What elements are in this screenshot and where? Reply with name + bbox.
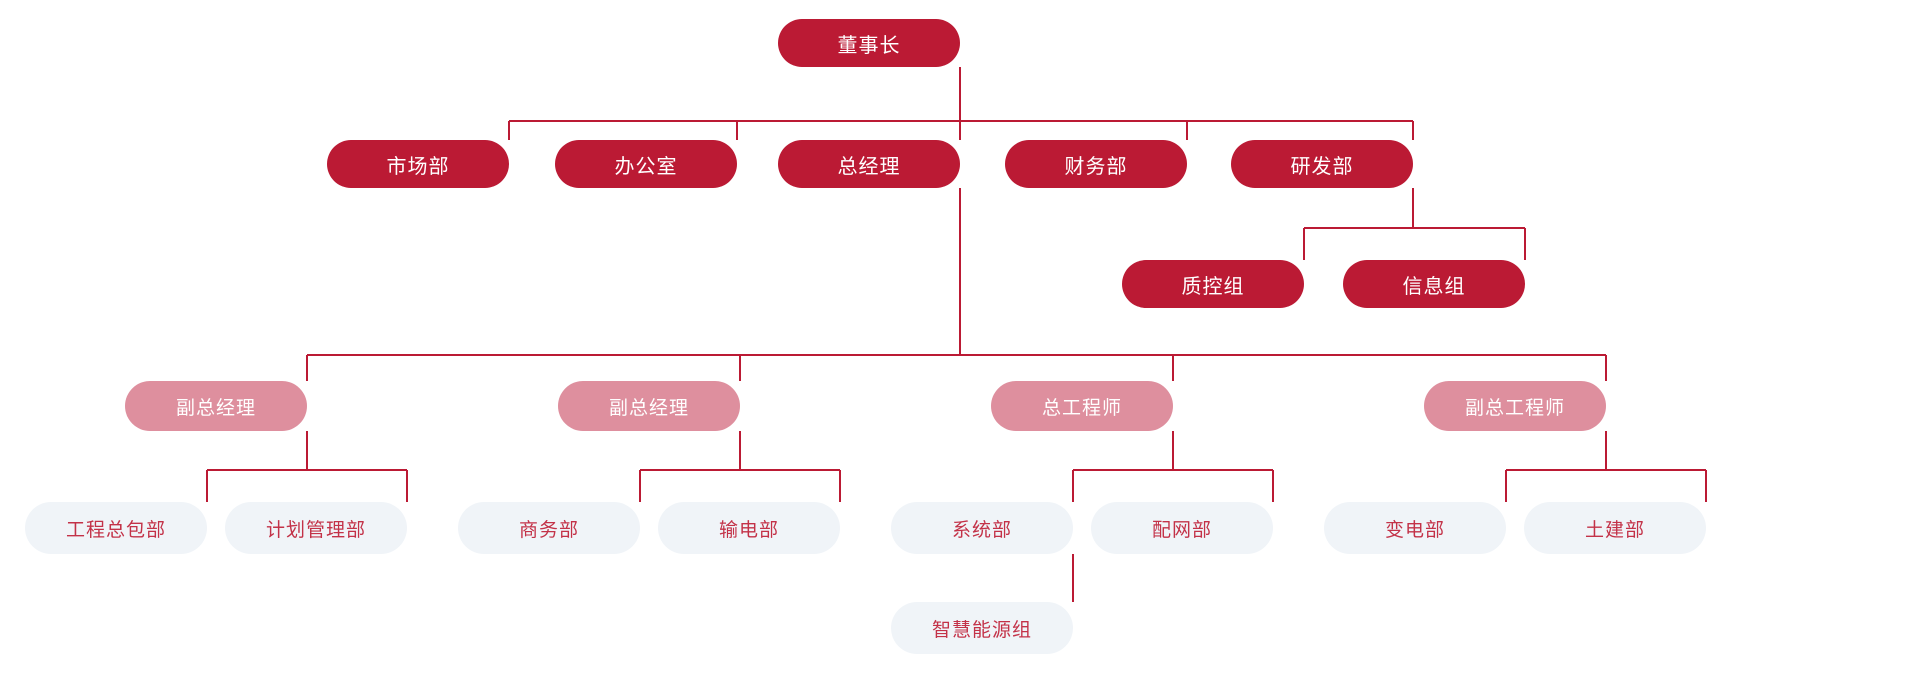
org-node-label: 财务部 [1064, 155, 1128, 178]
org-node-label: 研发部 [1290, 155, 1354, 178]
org-node-label: 变电部 [1384, 519, 1445, 541]
org-node-label: 智慧能源组 [931, 619, 1032, 641]
org-node-label: 商务部 [518, 519, 579, 541]
org-node-office[interactable]: 办公室 [555, 140, 737, 188]
org-node-label: 计划管理部 [265, 519, 366, 541]
org-node-epc-dept[interactable]: 工程总包部 [25, 502, 207, 554]
org-node-chairman[interactable]: 董事长 [778, 19, 960, 67]
org-node-civil-dept[interactable]: 土建部 [1524, 502, 1706, 554]
org-node-smart-energy[interactable]: 智慧能源组 [891, 602, 1073, 654]
org-node-transmission[interactable]: 输电部 [658, 502, 840, 554]
org-node-substation[interactable]: 变电部 [1324, 502, 1506, 554]
org-node-label: 办公室 [614, 155, 678, 178]
org-node-system-dept[interactable]: 系统部 [891, 502, 1073, 554]
org-node-label: 系统部 [951, 519, 1012, 541]
org-node-gm[interactable]: 总经理 [778, 140, 960, 188]
org-node-label: 输电部 [718, 519, 779, 541]
org-node-label: 副总经理 [175, 397, 256, 419]
org-node-label: 副总工程师 [1464, 397, 1565, 419]
org-node-deputy-gm-1[interactable]: 副总经理 [125, 381, 307, 431]
org-node-chief-eng[interactable]: 总工程师 [991, 381, 1173, 431]
org-node-label: 土建部 [1584, 519, 1645, 541]
org-node-label: 质控组 [1181, 275, 1245, 298]
org-node-label: 信息组 [1402, 275, 1466, 298]
org-node-deputy-chief[interactable]: 副总工程师 [1424, 381, 1606, 431]
org-node-business-dept[interactable]: 商务部 [458, 502, 640, 554]
org-node-label: 市场部 [386, 155, 450, 178]
org-node-label: 配网部 [1151, 519, 1212, 541]
org-node-label: 副总经理 [608, 397, 689, 419]
org-node-rnd[interactable]: 研发部 [1231, 140, 1413, 188]
org-node-label: 总经理 [837, 155, 901, 178]
org-node-distribution[interactable]: 配网部 [1091, 502, 1273, 554]
org-node-label: 总工程师 [1041, 397, 1122, 419]
org-node-finance[interactable]: 财务部 [1005, 140, 1187, 188]
org-node-label: 董事长 [837, 34, 901, 57]
org-node-qc-group[interactable]: 质控组 [1122, 260, 1304, 308]
org-node-marketing[interactable]: 市场部 [327, 140, 509, 188]
org-node-plan-dept[interactable]: 计划管理部 [225, 502, 407, 554]
org-node-info-group[interactable]: 信息组 [1343, 260, 1525, 308]
org-node-label: 工程总包部 [65, 519, 166, 541]
org-node-deputy-gm-2[interactable]: 副总经理 [558, 381, 740, 431]
